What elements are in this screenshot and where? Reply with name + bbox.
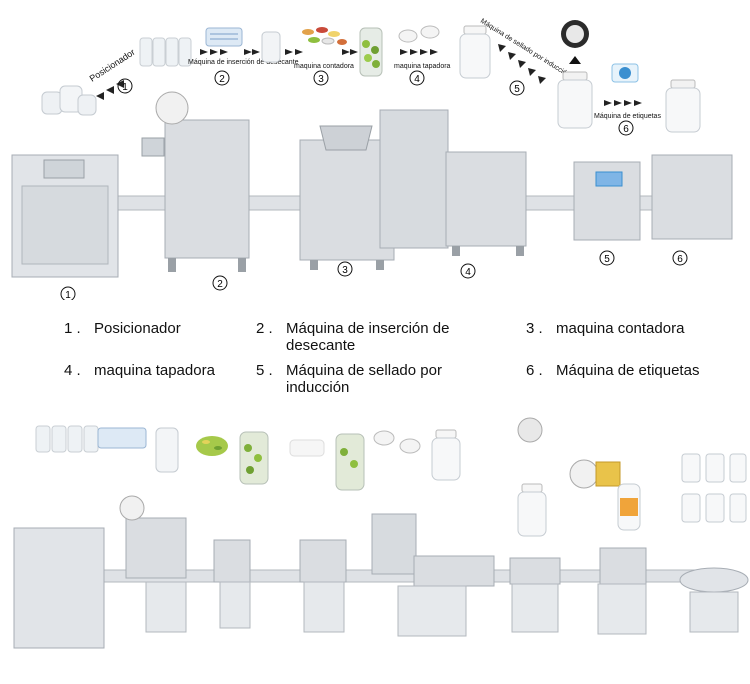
production-line-top (11, 91, 733, 278)
bottom-capped-bottle-icon (431, 429, 461, 481)
arrow-row-2-icon (200, 49, 228, 55)
arrow-row-2b-icon (244, 49, 260, 55)
bottom-sealed-bottle-icon (517, 483, 547, 537)
bottom-final-products-icon (681, 453, 747, 523)
desiccant-packets-icon (205, 27, 243, 47)
arrow-diagonal-5-icon (498, 44, 546, 84)
arrow-row-4-icon (400, 49, 438, 55)
flow-label-etiquetas: Máquina de etiquetas (594, 113, 661, 120)
flow-num-6: 6 (623, 124, 629, 135)
bottom-labeled-bottle-icon (617, 483, 641, 531)
line-num-3: 3 (342, 265, 348, 276)
arrow-row-3-icon (285, 49, 303, 55)
line-num-6: 6 (677, 254, 683, 265)
capped-bottle-icon (459, 25, 491, 79)
flow-label-sellado: Máquina de sellado por inducción (479, 18, 571, 79)
line-num-1: 1 (65, 290, 71, 300)
flow-label-posicionador: Posicionador (88, 47, 137, 84)
labeled-bottle-icon (665, 79, 701, 133)
line-num-2: 2 (217, 279, 223, 290)
bottom-bottle-icon (155, 427, 179, 473)
legend-row-1: 1 . Posicionador 2 . Máquina de inserció… (64, 320, 685, 354)
flow-num-4: 4 (414, 74, 420, 85)
bottom-white-pills-icon (289, 439, 325, 457)
aligned-bottles-icon (139, 37, 192, 67)
seal-cap-icon (561, 20, 589, 48)
bottom-caps-icon (373, 430, 421, 454)
label-roll-icon (611, 63, 639, 83)
legend-row-2: 4 . maquina tapadora 5 . Máquina de sell… (64, 362, 700, 396)
sealed-bottle-icon (557, 71, 593, 129)
single-bottle-icon (261, 31, 281, 63)
arrow-cluster-1-icon (96, 80, 124, 100)
flow-num-3: 3 (318, 74, 324, 85)
flow-label-desecante: Máquina de inserción de desecante (188, 59, 299, 66)
bottom-process-illustration (13, 417, 749, 649)
production-line-bottom (13, 495, 749, 649)
flow-num-5: 5 (514, 84, 520, 95)
flow-num-2: 2 (219, 74, 225, 85)
bottom-seal-cap-icon (517, 417, 543, 443)
caps-icon (398, 25, 440, 43)
line-num-4: 4 (465, 267, 471, 278)
bottom-filled-bottle-icon (239, 431, 269, 485)
top-process-flow: Posicionador 1 Máquina de inserción de d… (11, 18, 733, 300)
line-num-5: 5 (604, 254, 610, 265)
filled-bottle-icon (359, 27, 383, 77)
flow-num-1: 1 (122, 82, 128, 93)
bottom-bottles-group-icon (35, 425, 99, 453)
bottom-filled-bottle-2-icon (335, 433, 365, 491)
arrow-row-6-icon (604, 100, 642, 106)
arrow-row-3b-icon (342, 49, 358, 55)
bottom-label-roll-icon (569, 459, 621, 489)
up-arrow-icon (569, 56, 581, 64)
loose-bottles-icon (41, 85, 97, 116)
flow-label-contadora: maquina contadora (294, 63, 354, 70)
pills-icon (302, 27, 347, 45)
bottom-desiccant-icon (97, 427, 147, 449)
flow-label-tapadora: maquina tapadora (394, 63, 451, 70)
bottom-green-pills-icon (196, 436, 228, 456)
